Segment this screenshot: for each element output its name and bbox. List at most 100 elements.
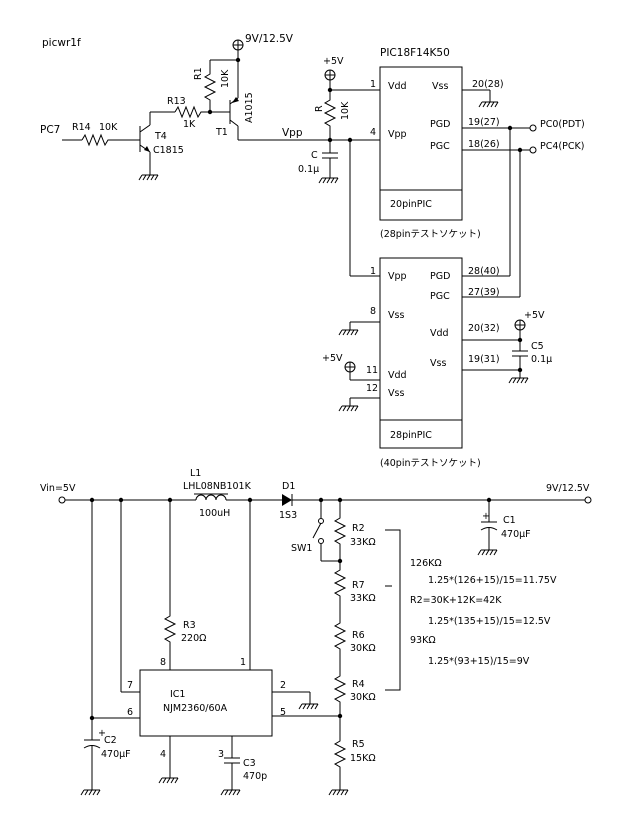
- sw1-contact: [318, 518, 324, 524]
- ground-symbol: [338, 329, 359, 336]
- ic1-pin-6: 6: [127, 707, 133, 718]
- pic20-socket: (28pinテストソケット): [380, 229, 481, 240]
- pic20-pin-pgc-num: 18(26): [468, 139, 500, 150]
- ground-symbol: [477, 549, 498, 556]
- c1-polarity: +: [482, 511, 490, 522]
- junction-dot: [517, 367, 523, 373]
- ground-symbol: [478, 101, 499, 108]
- pc0-terminal: [529, 124, 537, 132]
- ground-symbol: [80, 789, 101, 796]
- pic28-pin-pgc: PGC: [430, 291, 450, 302]
- supply-label-bottom: 9V/12.5V: [546, 483, 590, 494]
- t4-name: T4: [154, 131, 167, 142]
- resistor-r1: [203, 60, 217, 112]
- t1-emitter-arrow: [232, 97, 239, 103]
- c-value: 0.1μ: [298, 164, 319, 175]
- pic28-pin-vdd-l: Vdd: [388, 370, 407, 381]
- pc7-label: PC7: [40, 124, 60, 136]
- pic20-pin-vdd: Vdd: [388, 81, 407, 92]
- c3-value: 470p: [243, 771, 267, 782]
- ground-symbol: [508, 377, 529, 384]
- pic28-pin-vss-l1-num: 8: [370, 306, 376, 317]
- plus5v-terminal: [514, 319, 526, 331]
- resistor-r: [323, 90, 337, 140]
- pic28-pin-vss-l1: Vss: [388, 310, 404, 321]
- pic28-pin-vss-l2: Vss: [388, 388, 404, 399]
- l1-value: 100uH: [199, 508, 230, 519]
- pic20-pin-vpp-num: 4: [370, 127, 376, 138]
- r13-name: R13: [167, 96, 186, 107]
- supply-terminal-top: [232, 39, 244, 51]
- r3-value: 220Ω: [181, 633, 206, 644]
- supply-label-top: 9V/12.5V: [245, 33, 294, 45]
- note-126k: 126KΩ: [410, 558, 442, 569]
- resistor-r2: [333, 514, 347, 561]
- r14-name: R14: [72, 122, 91, 133]
- ground-symbol: [158, 777, 179, 784]
- pic20-title: PIC18F14K50: [380, 47, 450, 59]
- d1-part: 1S3: [279, 510, 297, 521]
- r1-value: 10K: [220, 69, 231, 88]
- cap-c2-curved-plate: [83, 745, 101, 749]
- vout-terminal: [584, 496, 592, 504]
- pic20-pin-vdd-num: 1: [370, 79, 376, 90]
- vpp-label: Vpp: [282, 127, 303, 139]
- pic28-socket: (40pinテストソケット): [380, 458, 481, 469]
- r2-value: 33KΩ: [350, 537, 376, 548]
- ground-symbol: [138, 174, 159, 181]
- junction-dot: [517, 337, 523, 343]
- t1-name: T1: [215, 127, 228, 138]
- pic28-pin-vdd-l-num: 11: [366, 365, 378, 376]
- r13-value: 1K: [183, 119, 196, 130]
- pic20-pin-pgc: PGC: [430, 141, 450, 152]
- ic1-part: NJM2360/60A: [163, 703, 228, 714]
- t4-emitter-arrow: [144, 146, 150, 152]
- pic20-chip: [379, 66, 463, 221]
- pic28-pin-vss-r-num: 19(31): [468, 354, 500, 365]
- cap-c1-curved-plate: [480, 527, 498, 531]
- note-r2: R2=30K+12K=42K: [410, 595, 502, 606]
- resistor-r7: [333, 561, 347, 617]
- c2-value: 470μF: [101, 749, 131, 760]
- pic28-pin-vpp: Vpp: [388, 271, 407, 282]
- c5-value: 0.1μ: [531, 354, 552, 365]
- pic20-pin-pgd-num: 19(27): [468, 117, 500, 128]
- resistor-r5: [333, 737, 347, 790]
- ic1-pin-4: 4: [160, 749, 166, 760]
- ic1-pin-8: 8: [160, 657, 166, 668]
- note-calc-12-5: 1.25*(135+15)/15=12.5V: [428, 616, 551, 627]
- pic20-pin-vpp: Vpp: [388, 129, 407, 140]
- t1-part: A1015: [244, 92, 255, 123]
- pc4-terminal: [529, 146, 537, 154]
- ic1-chip: [139, 669, 273, 737]
- pic28-pin-vdd-r-num: 20(32): [468, 323, 500, 334]
- t4-collector: [139, 124, 151, 133]
- pic28-pin-pgd: PGD: [430, 271, 450, 282]
- sw1-label: SW1: [291, 543, 312, 554]
- r14-value: 10K: [99, 122, 118, 133]
- resistor-r6: [333, 617, 347, 670]
- r7-name: R7: [352, 580, 365, 591]
- resistor-r13: [174, 105, 210, 119]
- resistor-r3: [163, 612, 177, 670]
- plus5v-label-3: +5V: [322, 353, 343, 364]
- plus5v-label-1: +5V: [323, 56, 344, 67]
- pic28-pin-vss-r: Vss: [430, 358, 446, 369]
- l1-part: LHL08NB101K: [183, 481, 252, 492]
- r4-name: R4: [352, 679, 365, 690]
- r1-name: R1: [193, 67, 204, 80]
- ground-symbol: [220, 789, 241, 796]
- pc4-label: PC4(PCK): [540, 141, 584, 152]
- diagram-title: picwr1f: [42, 37, 81, 49]
- l1-name: L1: [190, 468, 201, 479]
- c5-name: C5: [531, 341, 544, 352]
- ic1-pin-1: 1: [240, 657, 246, 668]
- ic1-pin-3: 3: [218, 749, 224, 760]
- c1-name: C1: [503, 515, 516, 526]
- ic1-pin-5: 5: [280, 707, 286, 718]
- sw1-contact: [318, 538, 324, 544]
- d1-name: D1: [282, 481, 295, 492]
- c3-name: C3: [243, 758, 256, 769]
- t1-collector: [229, 119, 239, 127]
